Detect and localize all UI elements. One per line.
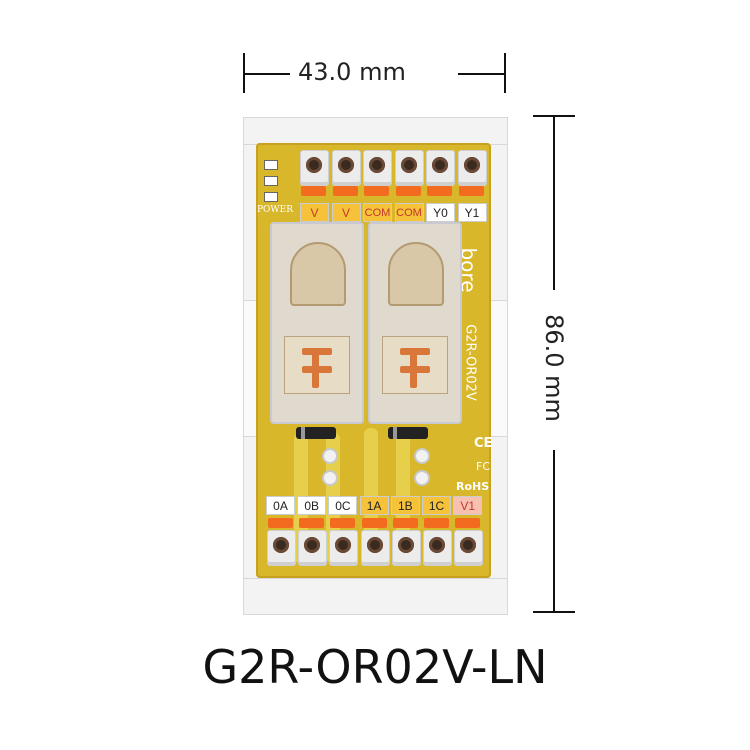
relay-right [368,222,462,424]
solder-pad [322,470,338,486]
relay-coil [388,242,444,306]
diode-right [388,427,428,439]
wire-hole [337,157,354,173]
bottom-terminal-label: 0A [266,496,295,515]
bottom-terminal[interactable] [360,530,390,566]
bottom-terminal[interactable] [298,530,328,566]
relay-coil [290,242,346,306]
top-terminal-label: Y0 [426,203,455,222]
bottom-terminal-label: 1A [359,496,389,515]
rohs-mark: RoHS [456,480,490,493]
terminal-lever[interactable] [332,186,358,196]
fc-mark: FC [476,460,491,473]
terminal-lever[interactable] [301,186,326,196]
height-top-line [553,115,555,290]
status-led [264,160,278,170]
power-led [264,192,278,202]
terminal-lever[interactable] [455,518,481,528]
wire-hole [429,537,445,553]
bottom-terminal-label: 0C [328,496,358,515]
pcb-trace [364,428,378,563]
bottom-terminal-label: 0B [297,496,327,515]
status-led [264,176,278,186]
wire-hole [304,537,321,553]
width-left-line [243,73,290,75]
terminal-lever[interactable] [424,518,449,528]
terminal-lever[interactable] [268,518,293,528]
top-terminal-label: COM [363,203,392,222]
wire-hole [463,157,480,173]
bottom-terminal[interactable] [267,530,296,566]
bottom-terminal-label: 1B [390,496,420,515]
wire-hole [460,537,477,553]
height-bottom-line [553,450,555,612]
width-label: 43.0 mm [298,58,406,86]
terminal-lever[interactable] [364,186,389,196]
relay-left [270,222,364,424]
power-label: POWER [257,205,294,215]
terminal-lever[interactable] [427,186,452,196]
top-terminal-label: V [300,203,329,222]
housing-top-bar [243,117,508,145]
terminal-lever[interactable] [458,186,484,196]
top-terminal-label: Y1 [457,203,487,222]
solder-pad [414,470,430,486]
width-right-tick [504,53,506,93]
wire-hole [306,157,322,173]
bottom-terminal[interactable] [454,530,484,566]
wire-hole [273,537,289,553]
top-terminal[interactable] [457,150,487,186]
bottom-terminal[interactable] [329,530,359,566]
board-model-mark: G2R-OR02V [462,324,478,401]
top-terminal[interactable] [363,150,392,186]
relay-copper [312,348,319,388]
height-label: 86.0 mm [540,314,568,422]
top-terminal[interactable] [300,150,329,186]
diode-left [296,427,336,439]
top-terminal-label: COM [394,203,424,222]
bottom-terminal-label: 1C [422,496,451,515]
width-right-line [458,73,505,75]
terminal-lever[interactable] [392,518,418,528]
top-terminal[interactable] [426,150,455,186]
bottom-terminal[interactable] [391,530,421,566]
solder-pad [414,448,430,464]
terminal-lever[interactable] [361,518,387,528]
ce-mark: CE [474,436,493,451]
wire-hole [369,157,385,173]
relay-copper [410,348,417,388]
terminal-lever[interactable] [395,186,421,196]
bottom-terminal[interactable] [423,530,452,566]
wire-hole [335,537,352,553]
wire-hole [432,157,448,173]
pcb-trace [396,428,410,563]
wire-hole [397,537,414,553]
wire-hole [400,157,417,173]
top-terminal[interactable] [394,150,424,186]
height-bottom-tick [533,611,575,613]
bottom-terminal-label: V1 [453,496,483,515]
top-terminal-label: V [331,203,361,222]
terminal-lever[interactable] [299,518,325,528]
housing-bottom-bar [243,578,508,615]
top-terminal[interactable] [331,150,361,186]
wire-hole [366,537,383,553]
terminal-lever[interactable] [330,518,356,528]
product-model-title: G2R-OR02V-LN [202,640,548,694]
solder-pad [322,448,338,464]
